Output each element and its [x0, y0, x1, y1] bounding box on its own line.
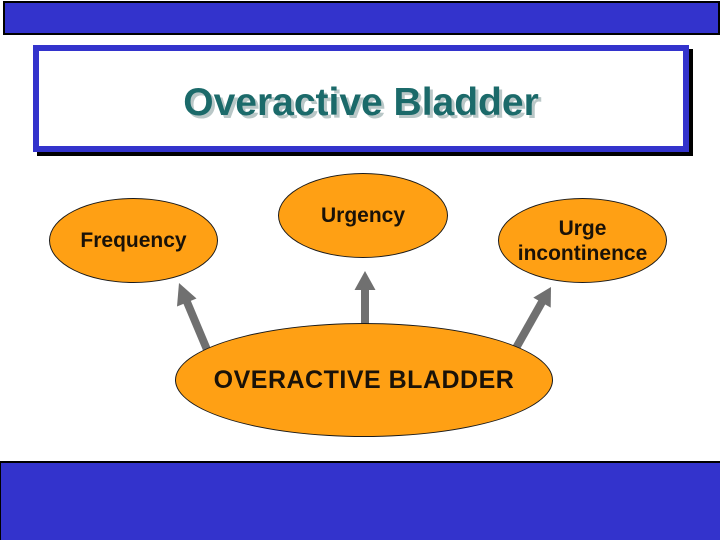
- arrow-to-urge-incontinence: [512, 287, 551, 350]
- node-frequency: Frequency: [49, 198, 218, 283]
- node-frequency-label: Frequency: [80, 228, 187, 252]
- arrow-to-frequency: [177, 283, 212, 354]
- arrow-to-urgency: [354, 271, 376, 326]
- node-urgency: Urgency: [278, 173, 448, 258]
- node-urge-incontinence: Urge incontinence: [498, 198, 667, 283]
- node-overactive-bladder-label: OVERACTIVE BLADDER: [213, 365, 515, 394]
- title-box: Overactive Bladder: [33, 45, 689, 152]
- node-overactive-bladder: OVERACTIVE BLADDER: [175, 323, 553, 437]
- bottom-banner-bar: [0, 461, 720, 540]
- slide-title: Overactive Bladder: [183, 80, 539, 124]
- top-banner-bar: [3, 1, 720, 35]
- node-urgency-label: Urgency: [320, 203, 406, 227]
- node-urge-incontinence-label: Urge incontinence: [517, 216, 648, 265]
